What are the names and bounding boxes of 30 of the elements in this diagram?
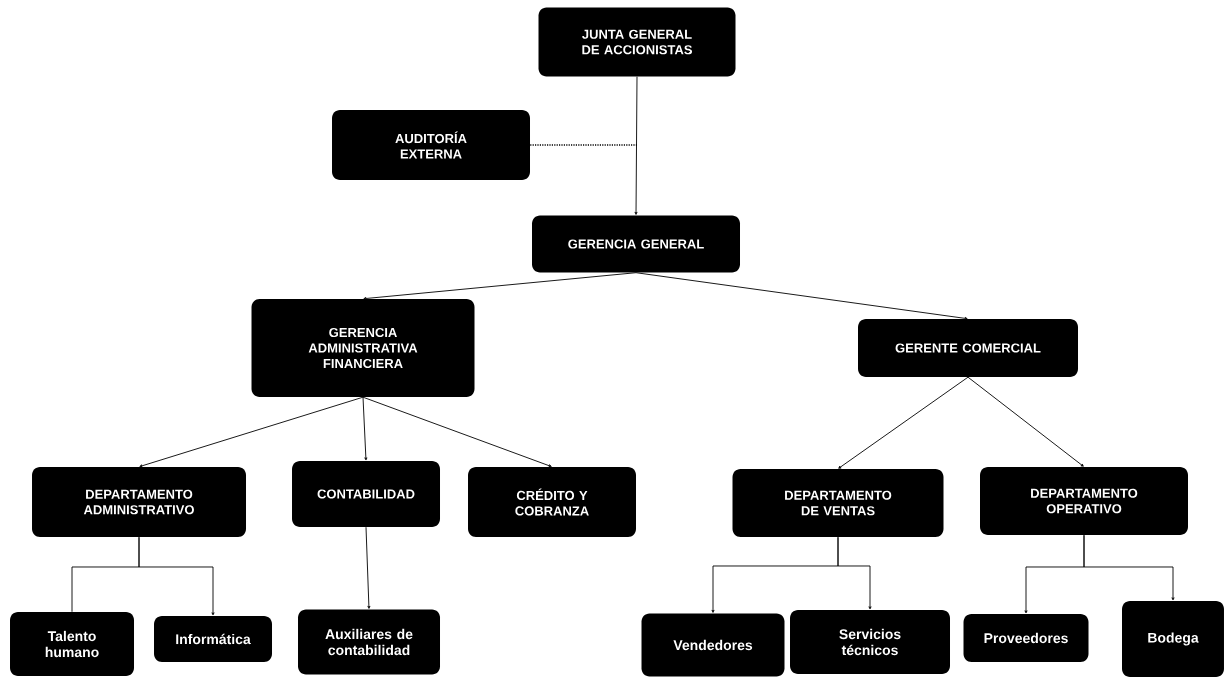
org-box: Servicios técnicos [790,610,950,674]
connector-line [362,396,368,461]
connector-line [139,396,364,468]
org-box: JUNTA GENERAL DE ACCIONISTAS [538,7,736,77]
org-box: Auxiliares de contabilidad [298,609,440,675]
org-box: Bodega [1122,601,1224,677]
connector-line [837,536,872,610]
connector-line [635,272,968,320]
connector-line [362,396,552,468]
connector-line [967,376,1084,467]
org-box: AUDITORÍA EXTERNA [332,110,530,180]
org-box: DEPARTAMENTO OPERATIVO [980,467,1188,535]
org-box: GERENCIA ADMINISTRATIVA FINANCIERA [251,299,475,397]
org-box: Informática [154,616,272,662]
connector-line [138,536,215,616]
connector-line [529,144,638,146]
org-box: Proveedores [963,614,1089,662]
org-box: CRÉDITO Y COBRANZA [468,467,636,537]
connector-line [363,272,637,300]
org-box: Talento humano [10,612,134,676]
connector-line [1083,534,1175,601]
connector-line [634,76,638,215]
org-box: GERENTE COMERCIAL [858,319,1078,377]
org-box: GERENCIA GENERAL [532,215,740,273]
org-box: Vendedores [641,613,785,677]
connector-line [365,526,371,609]
org-box: DEPARTAMENTO DE VENTAS [732,469,944,537]
org-box: DEPARTAMENTO ADMINISTRATIVO [32,467,246,537]
connector-line [838,376,969,469]
org-box: CONTABILIDAD [292,461,440,527]
